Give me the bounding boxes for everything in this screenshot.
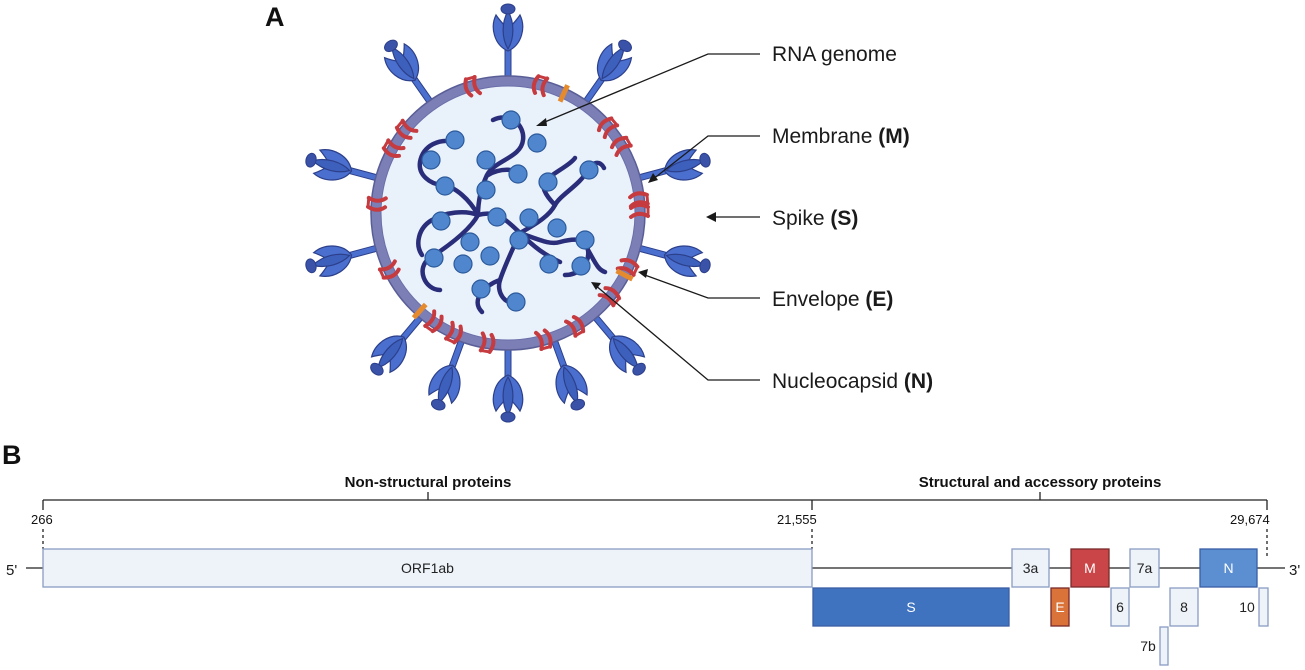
gene-label: 7a — [1137, 560, 1153, 576]
envelope-arrowhead — [638, 269, 648, 278]
gene-label: 8 — [1180, 599, 1188, 615]
five-prime-label: 5' — [6, 562, 17, 579]
membrane-arrowhead — [648, 173, 658, 183]
nucleocapsid-bead — [424, 248, 444, 268]
gene-label: E — [1055, 599, 1064, 615]
nucleocapsid-bead — [547, 218, 567, 238]
nucleocapsid-bead — [487, 207, 507, 227]
spike-protein — [422, 333, 477, 416]
rna-leader — [539, 53, 760, 125]
gene-box — [1129, 548, 1160, 588]
position-dashes — [42, 529, 1268, 559]
label-spike: Spike (S) — [772, 207, 858, 230]
nucleocapsid-bead — [445, 130, 465, 150]
gene-label: ORF1ab — [401, 560, 454, 576]
position-start: 266 — [31, 512, 53, 527]
gene-10: 10 — [1239, 587, 1269, 627]
gene-e: E — [1050, 587, 1070, 627]
gene-6: 6 — [1110, 587, 1130, 627]
envelope-leader — [641, 273, 760, 299]
gene-7a: 7a — [1129, 548, 1160, 588]
spike-arrowhead — [706, 212, 716, 222]
gene-box — [1011, 548, 1050, 588]
nucleocapsid-bead — [539, 254, 559, 274]
gene-label: 10 — [1239, 599, 1255, 615]
spike-protein — [632, 144, 715, 194]
virus-illustration — [301, 3, 715, 423]
nucleocapsid-bead — [579, 160, 599, 180]
header-nonstructural: Non-structural proteins — [345, 474, 512, 491]
gene-box — [1110, 587, 1130, 627]
spike-protein — [301, 144, 384, 194]
nucleocapsid-bead — [453, 254, 473, 274]
panel-a-letter: A — [265, 2, 285, 32]
panel-b-letter: B — [2, 440, 22, 470]
nucleocapsid-proteins — [421, 110, 599, 312]
membrane-leader — [651, 135, 760, 181]
nucleocapsid-bead — [575, 230, 595, 250]
nucleocapsid-bead — [480, 246, 500, 266]
nucleocapsid-bead — [471, 279, 491, 299]
leader-lines — [539, 53, 760, 381]
label-nucleocapsid: Nucleocapsid (N) — [772, 370, 933, 393]
nucleocapsid-leader — [594, 284, 760, 381]
label-rna-genome: RNA genome — [772, 43, 897, 66]
gene-8: 8 — [1169, 587, 1199, 627]
nucleocapsid-bead — [538, 172, 558, 192]
gene-box — [42, 548, 813, 588]
gene-box — [812, 587, 1010, 627]
gene-label: S — [906, 599, 915, 615]
nucleocapsid-bead — [519, 208, 539, 228]
nucleocapsid-bead — [508, 164, 528, 184]
gene-label: M — [1084, 560, 1096, 576]
nucleocapsid-bead — [501, 110, 521, 130]
gene-box — [1050, 587, 1070, 627]
nucleocapsid-bead — [571, 256, 591, 276]
region-bracket — [42, 492, 1268, 510]
spike-protein — [301, 232, 384, 282]
spike-protein — [492, 3, 524, 80]
header-structural: Structural and accessory proteins — [919, 474, 1162, 491]
gene-box — [1159, 626, 1169, 666]
gene-n: N — [1199, 548, 1258, 588]
nucleocapsid-bead — [460, 232, 480, 252]
gene-label: 3a — [1023, 560, 1039, 576]
gene-orf1ab: ORF1ab — [42, 548, 813, 588]
nucleocapsid-bead — [506, 292, 526, 312]
gene-box — [1070, 548, 1110, 588]
nucleocapsid-bead — [435, 176, 455, 196]
nucleocapsid-bead — [476, 180, 496, 200]
gene-label: 7b — [1140, 638, 1156, 654]
gene-3a: 3a — [1011, 548, 1050, 588]
nucleocapsid-bead — [509, 230, 529, 250]
gene-s: S — [812, 587, 1010, 627]
gene-box — [1199, 548, 1258, 588]
leader-arrowheads — [536, 118, 716, 290]
gene-7b: 7b — [1140, 626, 1169, 666]
nucleocapsid-bead — [431, 211, 451, 231]
three-prime-label: 3' — [1289, 562, 1300, 579]
rna-arrowhead — [536, 118, 547, 126]
gene-label: N — [1223, 560, 1233, 576]
label-membrane: Membrane (M) — [772, 125, 910, 148]
gene-m: M — [1070, 548, 1110, 588]
nucleocapsid-bead — [527, 133, 547, 153]
label-envelope: Envelope (E) — [772, 288, 893, 311]
nucleocapsid-bead — [476, 150, 496, 170]
spike-protein — [492, 346, 524, 423]
gene-label: 6 — [1116, 599, 1124, 615]
gene-box — [1258, 587, 1269, 627]
position-mid: 21,555 — [777, 512, 817, 527]
nucleocapsid-bead — [421, 150, 441, 170]
position-end: 29,674 — [1230, 512, 1270, 527]
nucleocapsid-arrowhead — [591, 282, 601, 290]
gene-box — [1169, 587, 1199, 627]
